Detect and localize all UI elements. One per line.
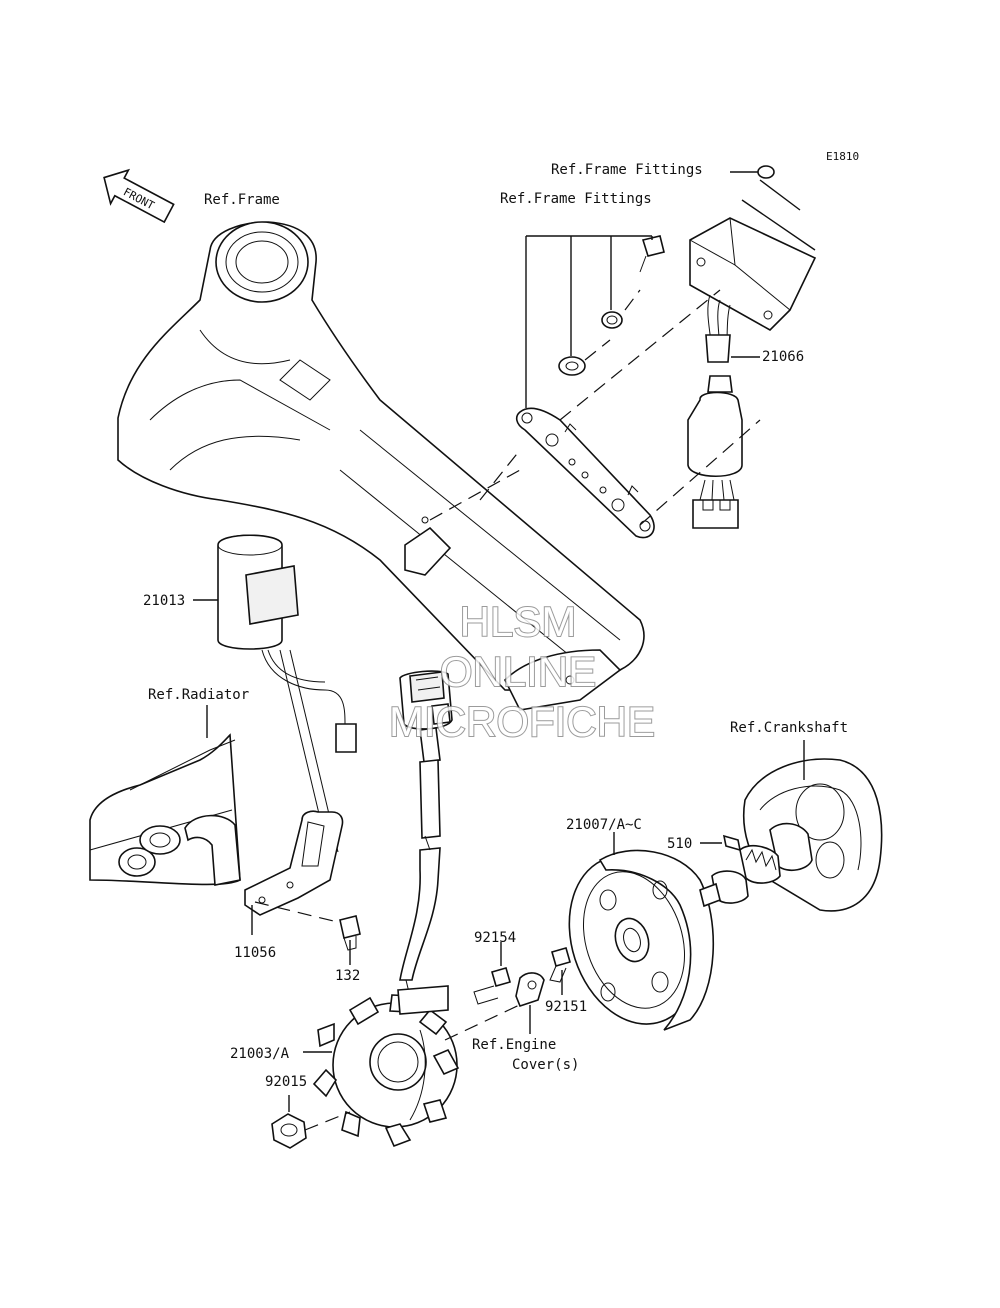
- label-11056: 11056: [234, 945, 276, 961]
- crankshaft-illustration: [699, 740, 883, 912]
- watermark-line-1: HLSM: [460, 598, 577, 645]
- front-arrow-icon: FRONT: [103, 168, 175, 224]
- stator-21003: [303, 985, 531, 1148]
- label-ref-frame-fittings: Ref.Frame Fittings: [500, 191, 652, 207]
- callout-labels: Ref.Frame Fittings Ref.Frame Ref.Frame F…: [143, 162, 848, 1090]
- label-92151: 92151: [545, 999, 587, 1015]
- radiator-illustration: [89, 705, 241, 886]
- key-510: [700, 834, 742, 852]
- stator-wire-connector: [399, 670, 453, 1031]
- nut-92015: [271, 1095, 351, 1149]
- rotor-21007: [568, 832, 715, 1031]
- label-ref-engine-cover-line1: Ref.Engine: [472, 1037, 556, 1053]
- frame-fittings-bracket: [479, 235, 665, 539]
- bracket-11056: [244, 810, 351, 935]
- label-ref-frame-fittings-top: Ref.Frame Fittings: [551, 162, 703, 178]
- label-92154: 92154: [474, 930, 516, 946]
- label-ref-crankshaft: Ref.Crankshaft: [730, 720, 848, 736]
- label-ref-radiator: Ref.Radiator: [148, 687, 249, 703]
- regulator-21066: [559, 165, 817, 529]
- diagram-code: E1810: [826, 150, 859, 163]
- label-132: 132: [335, 968, 360, 984]
- label-21066: 21066: [762, 349, 804, 365]
- bolt-92154: [473, 942, 511, 1005]
- watermark-line-3: MICROFICHE: [389, 698, 655, 745]
- label-21007: 21007/A~C: [566, 817, 642, 833]
- label-21013: 21013: [143, 593, 185, 609]
- label-ref-frame: Ref.Frame: [204, 192, 280, 208]
- frame-illustration: [117, 221, 645, 711]
- pulsing-coil-21013: [193, 534, 357, 861]
- watermark-line-2: ONLINE: [440, 648, 596, 695]
- label-510: 510: [667, 836, 692, 852]
- label-21003: 21003/A: [230, 1046, 290, 1062]
- watermark: HLSM ONLINE MICROFICHE: [388, 597, 656, 746]
- bolt-132: [339, 915, 361, 965]
- label-ref-engine-cover-line2: Cover(s): [512, 1057, 579, 1073]
- label-92015: 92015: [265, 1074, 307, 1090]
- clamp-92151: [515, 947, 571, 1034]
